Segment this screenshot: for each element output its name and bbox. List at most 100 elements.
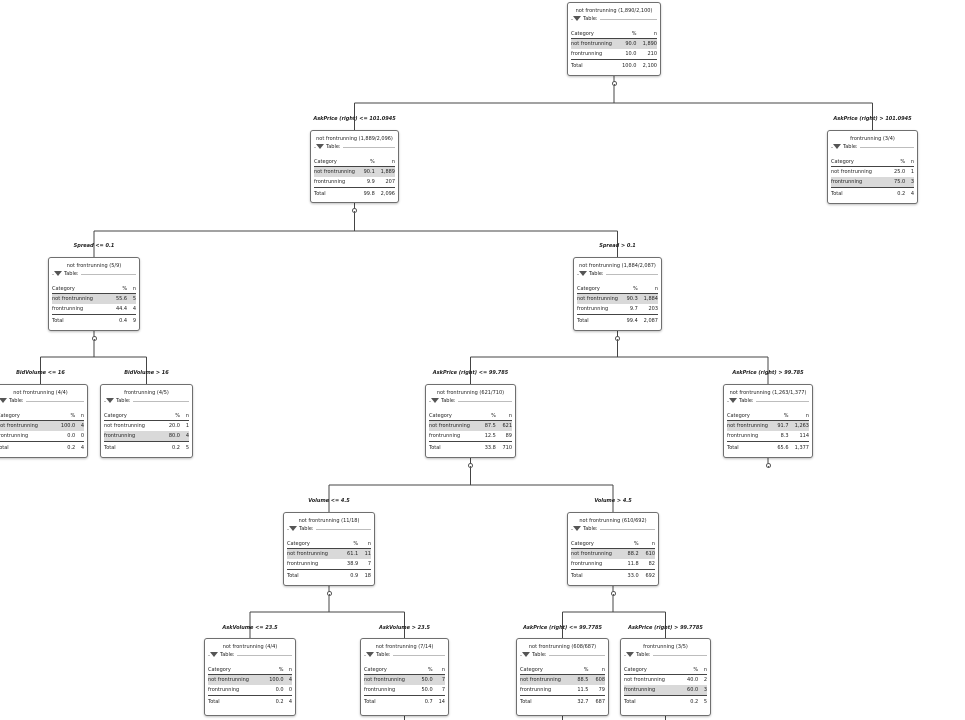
column-category: Category <box>208 666 264 675</box>
collapse-toggle-icon[interactable] <box>326 591 332 596</box>
row-n: 207 <box>385 179 395 185</box>
row-category: not frontrunning <box>571 38 620 49</box>
table-header: Category%n <box>831 158 914 167</box>
table-fieldset: Table: <box>429 398 512 404</box>
table-legend[interactable]: Table: <box>316 144 343 150</box>
column-pct: % <box>417 666 433 675</box>
table-legend[interactable]: Table: <box>210 652 237 658</box>
collapse-toggle-icon[interactable] <box>352 208 357 213</box>
triangle-down-icon[interactable] <box>626 652 634 657</box>
collapse-toggle-icon[interactable] <box>91 336 97 341</box>
tree-node-root[interactable]: not frontrunning (1,890/2,100)Table:Cate… <box>567 2 661 76</box>
tree-node-n8[interactable]: not frontrunning (1,263/1,377)Table:Cate… <box>723 384 813 458</box>
split-label: Spread > 0.1 <box>599 243 636 249</box>
collapse-toggle-icon[interactable] <box>615 336 620 341</box>
collapse-toggle-icon[interactable] <box>611 81 617 86</box>
tree-node-n5[interactable]: not frontrunning (4/4)Table:Category%nno… <box>0 384 88 458</box>
triangle-down-icon[interactable] <box>522 652 530 657</box>
column-n: n <box>75 412 84 421</box>
triangle-down-icon[interactable] <box>573 526 581 531</box>
triangle-down-icon[interactable] <box>579 271 587 276</box>
row-category: frontrunning <box>624 685 683 696</box>
table-header: Category%n <box>520 666 605 675</box>
node-title: not frontrunning (1,889/2,096) <box>316 136 393 142</box>
total-label: Total <box>831 187 890 200</box>
split-label: BidVolume <= 16 <box>16 370 65 376</box>
total-label: Total <box>624 695 683 708</box>
total-n: 2,100 <box>636 59 657 72</box>
column-category: Category <box>364 666 418 675</box>
tree-node-n7[interactable]: not frontrunning (621/710)Table:Category… <box>425 384 516 458</box>
total-pct: 0.4 <box>111 314 128 327</box>
total-label: Total <box>727 441 776 454</box>
triangle-down-icon[interactable] <box>54 271 62 276</box>
triangle-down-icon[interactable] <box>833 144 841 149</box>
column-n: n <box>495 412 512 421</box>
total-n: 2,087 <box>637 314 658 327</box>
table-legend[interactable]: Table: <box>366 652 393 658</box>
triangle-down-icon[interactable] <box>210 652 218 657</box>
row-pct: 20.0 <box>168 423 180 429</box>
table-fieldset: Table: <box>52 271 136 277</box>
triangle-down-icon[interactable] <box>106 398 114 403</box>
table-legend[interactable]: Table: <box>54 271 81 277</box>
total-label: Total <box>104 441 164 454</box>
table-legend[interactable]: Table: <box>289 526 316 532</box>
column-n: n <box>358 540 371 549</box>
table-legend[interactable]: Table: <box>729 398 756 404</box>
row-n: 1,884 <box>637 293 658 304</box>
table-legend[interactable]: Table: <box>579 271 606 277</box>
tree-node-n10[interactable]: not frontrunning (610/692)Table:Category… <box>567 512 659 586</box>
table-header: Category%n <box>571 540 655 549</box>
collapse-toggle-icon[interactable] <box>468 463 473 468</box>
table-legend[interactable]: Table: <box>573 526 600 532</box>
table-legend[interactable]: Table: <box>626 652 653 658</box>
tree-node-n9[interactable]: not frontrunning (11/18)Table:Category%n… <box>283 512 375 586</box>
row-category: not frontrunning <box>287 548 343 559</box>
table-fieldset: Table: <box>571 16 657 22</box>
row-n: 4 <box>132 306 136 312</box>
triangle-down-icon[interactable] <box>366 652 374 657</box>
table-legend[interactable]: Table: <box>573 16 600 22</box>
row-category: not frontrunning <box>314 166 362 177</box>
table-legend[interactable]: Table: <box>0 398 26 404</box>
table-fieldset: Table: <box>208 652 292 658</box>
table-legend[interactable]: Table: <box>522 652 549 658</box>
table-legend[interactable]: Table: <box>431 398 458 404</box>
column-n: n <box>179 412 189 421</box>
triangle-down-icon[interactable] <box>289 526 297 531</box>
collapse-toggle-icon[interactable] <box>765 463 771 468</box>
column-pct: % <box>624 285 638 294</box>
row-pct: 75.0 <box>889 177 906 188</box>
triangle-down-icon[interactable] <box>0 398 7 403</box>
column-category: Category <box>520 666 574 675</box>
tree-node-n1[interactable]: not frontrunning (1,889/2,096) Table: Cate… <box>310 130 399 203</box>
triangle-down-icon[interactable] <box>431 398 439 403</box>
row-category: frontrunning <box>727 433 759 439</box>
triangle-down-icon[interactable] <box>573 16 581 21</box>
total-label: Total <box>429 441 482 454</box>
tree-node-n13[interactable]: not frontrunning (608/687)Table:Category… <box>516 638 609 716</box>
collapse-toggle-icon[interactable] <box>610 591 616 596</box>
triangle-down-icon[interactable] <box>729 398 737 403</box>
tree-node-n4[interactable]: not frontrunning (1,884/2,087)Table:Cate… <box>573 257 662 331</box>
table-legend[interactable]: Table: <box>833 144 860 150</box>
row-n: 4 <box>75 420 84 431</box>
node-title: not frontrunning (4/4) <box>13 390 68 396</box>
triangle-down-icon[interactable] <box>316 144 324 149</box>
table-legend[interactable]: Table: <box>106 398 133 404</box>
